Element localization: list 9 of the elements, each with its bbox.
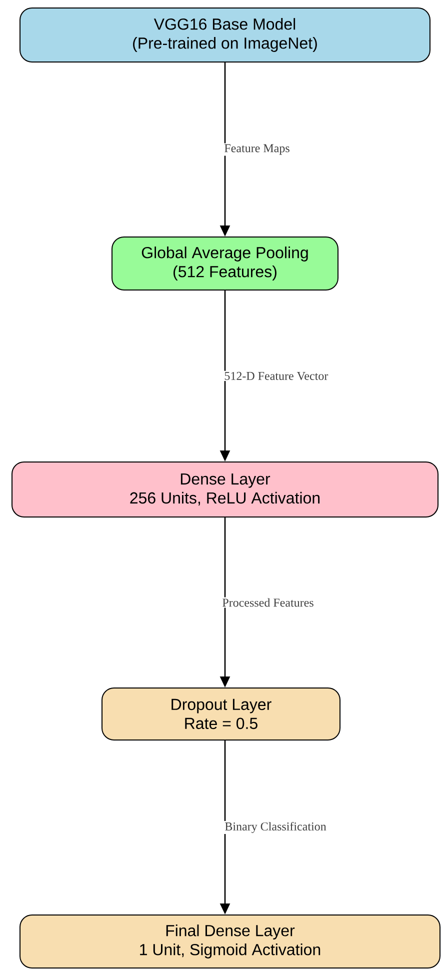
- process-box: Final Dense Layer 1 Unit, Sigmoid Activation: [20, 914, 440, 968]
- edge-label: Binary Classification: [224, 820, 328, 834]
- edge-label: Processed Features: [221, 597, 315, 608]
- process-box: Global Average Pooling (512 Features): [112, 236, 338, 290]
- edge-label: 512-D Feature Vector: [223, 370, 330, 382]
- process-box: Dense Layer 256 Units, ReLU Activation: [12, 462, 438, 518]
- process-box: VGG16 Base Model (Pre-trained on ImageNet): [20, 8, 430, 62]
- process-box: Dropout Layer Rate = 0.5: [102, 688, 340, 740]
- edge-label: Feature Maps: [223, 143, 291, 156]
